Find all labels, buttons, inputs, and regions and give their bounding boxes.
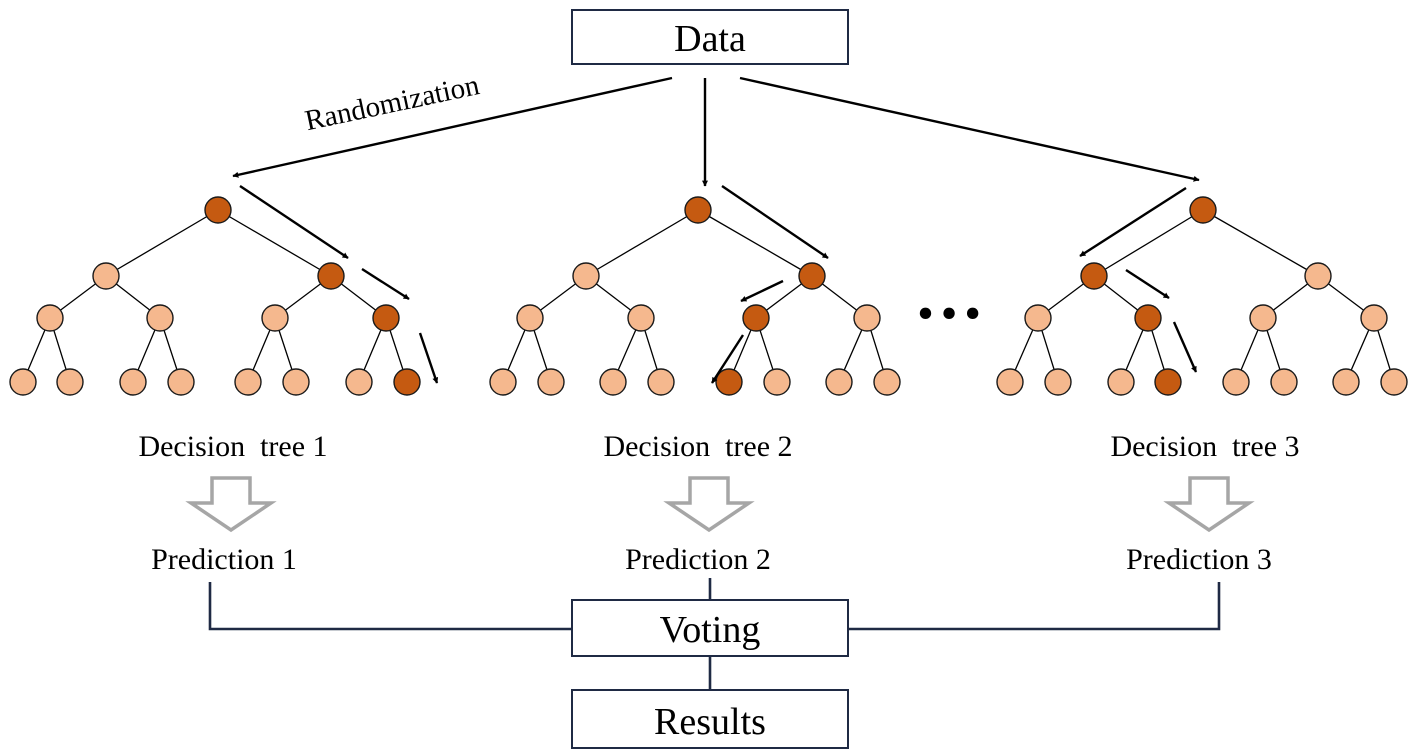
- tree-edge: [105, 209, 219, 277]
- tree-node: [1044, 368, 1072, 396]
- tree-node: [282, 368, 310, 396]
- tree-node-on-path: [1189, 196, 1217, 224]
- tree-node: [647, 368, 675, 396]
- prediction3-to-voting-line: [848, 582, 1221, 631]
- tree-node: [1249, 304, 1277, 332]
- data-to-tree3-arrow: [739, 76, 1200, 182]
- data-label: Data: [674, 18, 746, 60]
- results-label: Results: [654, 701, 766, 743]
- tree-node: [1222, 368, 1250, 396]
- tree-node: [1024, 304, 1052, 332]
- prediction-2-label: Prediction 2: [625, 543, 771, 576]
- tree-node: [825, 368, 853, 396]
- prediction1-to-voting-line: [208, 582, 572, 631]
- tree-node: [56, 368, 84, 396]
- tree-node: [489, 368, 517, 396]
- voting-box: [571, 599, 849, 657]
- tree-node-on-path: [1154, 368, 1182, 396]
- decision-path-arrow: [1079, 186, 1187, 258]
- ellipsis-label: …: [914, 257, 984, 334]
- tree-edge: [1093, 209, 1204, 277]
- tree-node-on-path: [372, 304, 400, 332]
- tree-node: [119, 368, 147, 396]
- tree-node-on-path: [204, 196, 232, 224]
- tree-node: [1332, 368, 1360, 396]
- hollow-down-arrow-2: [663, 476, 755, 533]
- tree-node: [763, 368, 791, 396]
- tree-edge: [585, 209, 699, 277]
- decision-path-arrow: [721, 185, 829, 259]
- tree-node: [345, 368, 373, 396]
- tree-edge: [1202, 209, 1319, 277]
- decision-path-arrow: [361, 267, 410, 301]
- voting-label: Voting: [660, 609, 761, 651]
- tree-node: [1270, 368, 1298, 396]
- prediction-3-label: Prediction 3: [1126, 543, 1272, 576]
- tree-node: [261, 304, 289, 332]
- tree-node: [146, 304, 174, 332]
- tree-node: [516, 304, 544, 332]
- tree-edge: [697, 209, 813, 277]
- results-box: [571, 689, 849, 749]
- data-box: [571, 9, 849, 65]
- tree-node: [1360, 304, 1388, 332]
- hollow-down-arrow-1: [185, 476, 277, 533]
- tree-node: [537, 368, 565, 396]
- decision-path-arrow: [1125, 268, 1170, 300]
- decision-tree-1: [9, 185, 439, 396]
- tree-node: [599, 368, 627, 396]
- tree3-name: Decision tree 3: [1110, 430, 1299, 463]
- tree-node: [36, 304, 64, 332]
- tree-node: [234, 368, 262, 396]
- tree-node-on-path: [1080, 262, 1108, 290]
- decision-path-arrow: [710, 334, 745, 384]
- tree-node-on-path: [317, 262, 345, 290]
- tree-edge: [217, 209, 332, 277]
- prediction-1-label: Prediction 1: [151, 543, 297, 576]
- tree-node-on-path: [684, 196, 712, 224]
- tree-node-on-path: [742, 304, 770, 332]
- tree-node: [1304, 262, 1332, 290]
- tree-node: [167, 368, 195, 396]
- tree2-name: Decision tree 2: [603, 430, 792, 463]
- decision-path-arrow: [740, 279, 784, 303]
- tree-node: [9, 368, 37, 396]
- decision-trees: [9, 185, 1408, 396]
- tree-node: [627, 304, 655, 332]
- tree-node-on-path: [798, 262, 826, 290]
- tree-node-on-path: [1134, 304, 1162, 332]
- tree-node: [572, 262, 600, 290]
- tree-node: [92, 262, 120, 290]
- decision-tree-3: [996, 186, 1408, 396]
- tree-node: [853, 304, 881, 332]
- decision-path-arrow: [1172, 321, 1198, 373]
- tree1-name: Decision tree 1: [138, 430, 327, 463]
- data-to-tree1-arrow: [232, 76, 673, 178]
- tree-node-on-path: [393, 368, 421, 396]
- tree-node: [873, 368, 901, 396]
- tree-node: [1380, 368, 1408, 396]
- tree-node: [1107, 368, 1135, 396]
- decision-path-arrow: [239, 185, 349, 259]
- tree-node: [996, 368, 1024, 396]
- hollow-down-arrow-3: [1163, 476, 1255, 533]
- decision-tree-2: [489, 185, 901, 396]
- decision-path-arrow: [418, 332, 439, 384]
